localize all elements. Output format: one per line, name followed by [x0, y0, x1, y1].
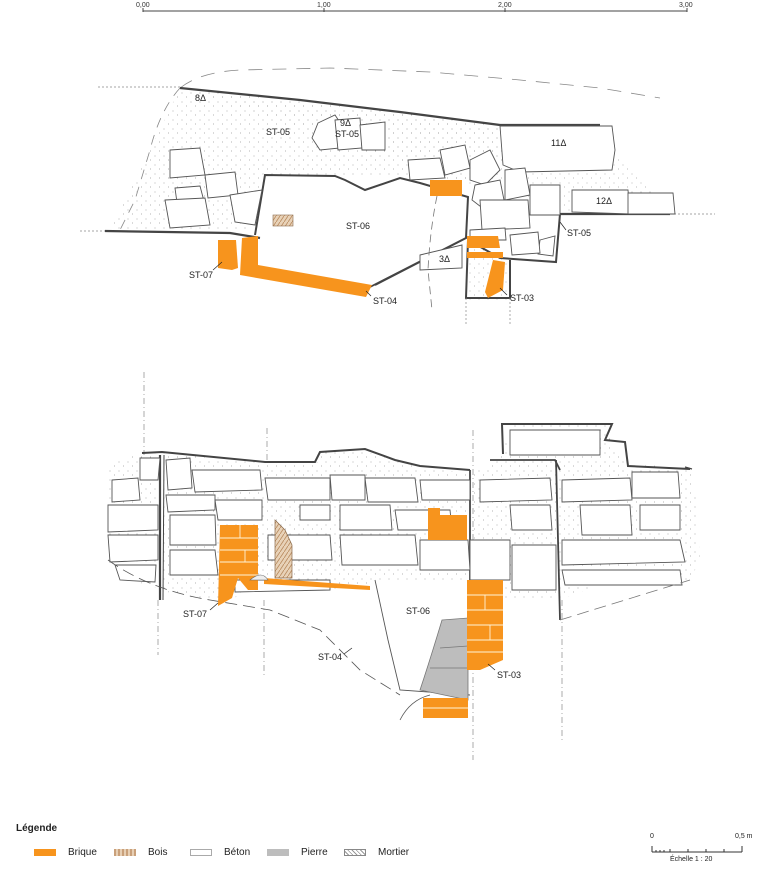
- legend: Légende Brique Bois Béton Pierre Mortier: [0, 815, 768, 875]
- legend-item-beton: Béton: [190, 845, 250, 859]
- scale-bar: 0 0,5 m Échelle 1 : 20: [650, 833, 753, 863]
- legend-item-mortier: Mortier: [344, 845, 409, 859]
- legend-title: Légende: [16, 823, 58, 834]
- label-st06-elev: ST-06: [406, 606, 430, 616]
- label-9: 9Δ: [340, 118, 351, 128]
- label-st04-elev: ST-04: [318, 652, 342, 662]
- label-st07: ST-07: [189, 270, 213, 280]
- scale-ruler-icon: [651, 846, 743, 853]
- ruler-tick-0: 0,00: [136, 2, 150, 9]
- label-11: 11Δ: [551, 138, 566, 148]
- legend-item-brique: Brique: [34, 845, 97, 859]
- wood-post: [274, 519, 293, 579]
- elevation-view: ST-07 ST-06 ST-04 ST-03: [107, 372, 700, 760]
- label-st04: ST-04: [373, 296, 397, 306]
- ruler-tick-1: 1,00: [317, 2, 331, 9]
- archaeological-drawing: 0,00 1,00 2,00 3,00: [80, 2, 715, 760]
- label-st05-right: ST-05: [567, 228, 591, 238]
- stone-section: [419, 617, 469, 701]
- plan-view: 8Δ ST-05 9Δ ST-05 11Δ 12Δ ST-05 ST-06 ST…: [80, 67, 715, 325]
- label-st05: ST-05: [266, 127, 290, 137]
- label-st07-elev: ST-07: [183, 609, 207, 619]
- label-st03-elev: ST-03: [497, 670, 521, 680]
- ruler-tick-2: 2,00: [498, 2, 512, 9]
- label-8: 8Δ: [195, 93, 206, 103]
- legend-item-pierre: Pierre: [267, 845, 328, 859]
- label-st05-block: ST-05: [335, 129, 359, 139]
- concrete-swatch-icon: [190, 848, 212, 856]
- wood-swatch-icon: [114, 848, 136, 856]
- ruler-tick-3: 3,00: [679, 2, 693, 9]
- wood-fragment: [272, 214, 294, 227]
- label-st06: ST-06: [346, 221, 370, 231]
- brick-swatch-icon: [34, 848, 56, 856]
- stone-swatch-icon: [267, 848, 289, 856]
- legend-item-bois: Bois: [114, 845, 167, 859]
- label-3: 3Δ: [439, 254, 450, 264]
- label-12: 12Δ: [596, 196, 612, 206]
- metric-ruler: 0,00 1,00 2,00 3,00: [136, 2, 693, 12]
- label-st03: ST-03: [510, 293, 534, 303]
- mortar-swatch-icon: [344, 848, 366, 856]
